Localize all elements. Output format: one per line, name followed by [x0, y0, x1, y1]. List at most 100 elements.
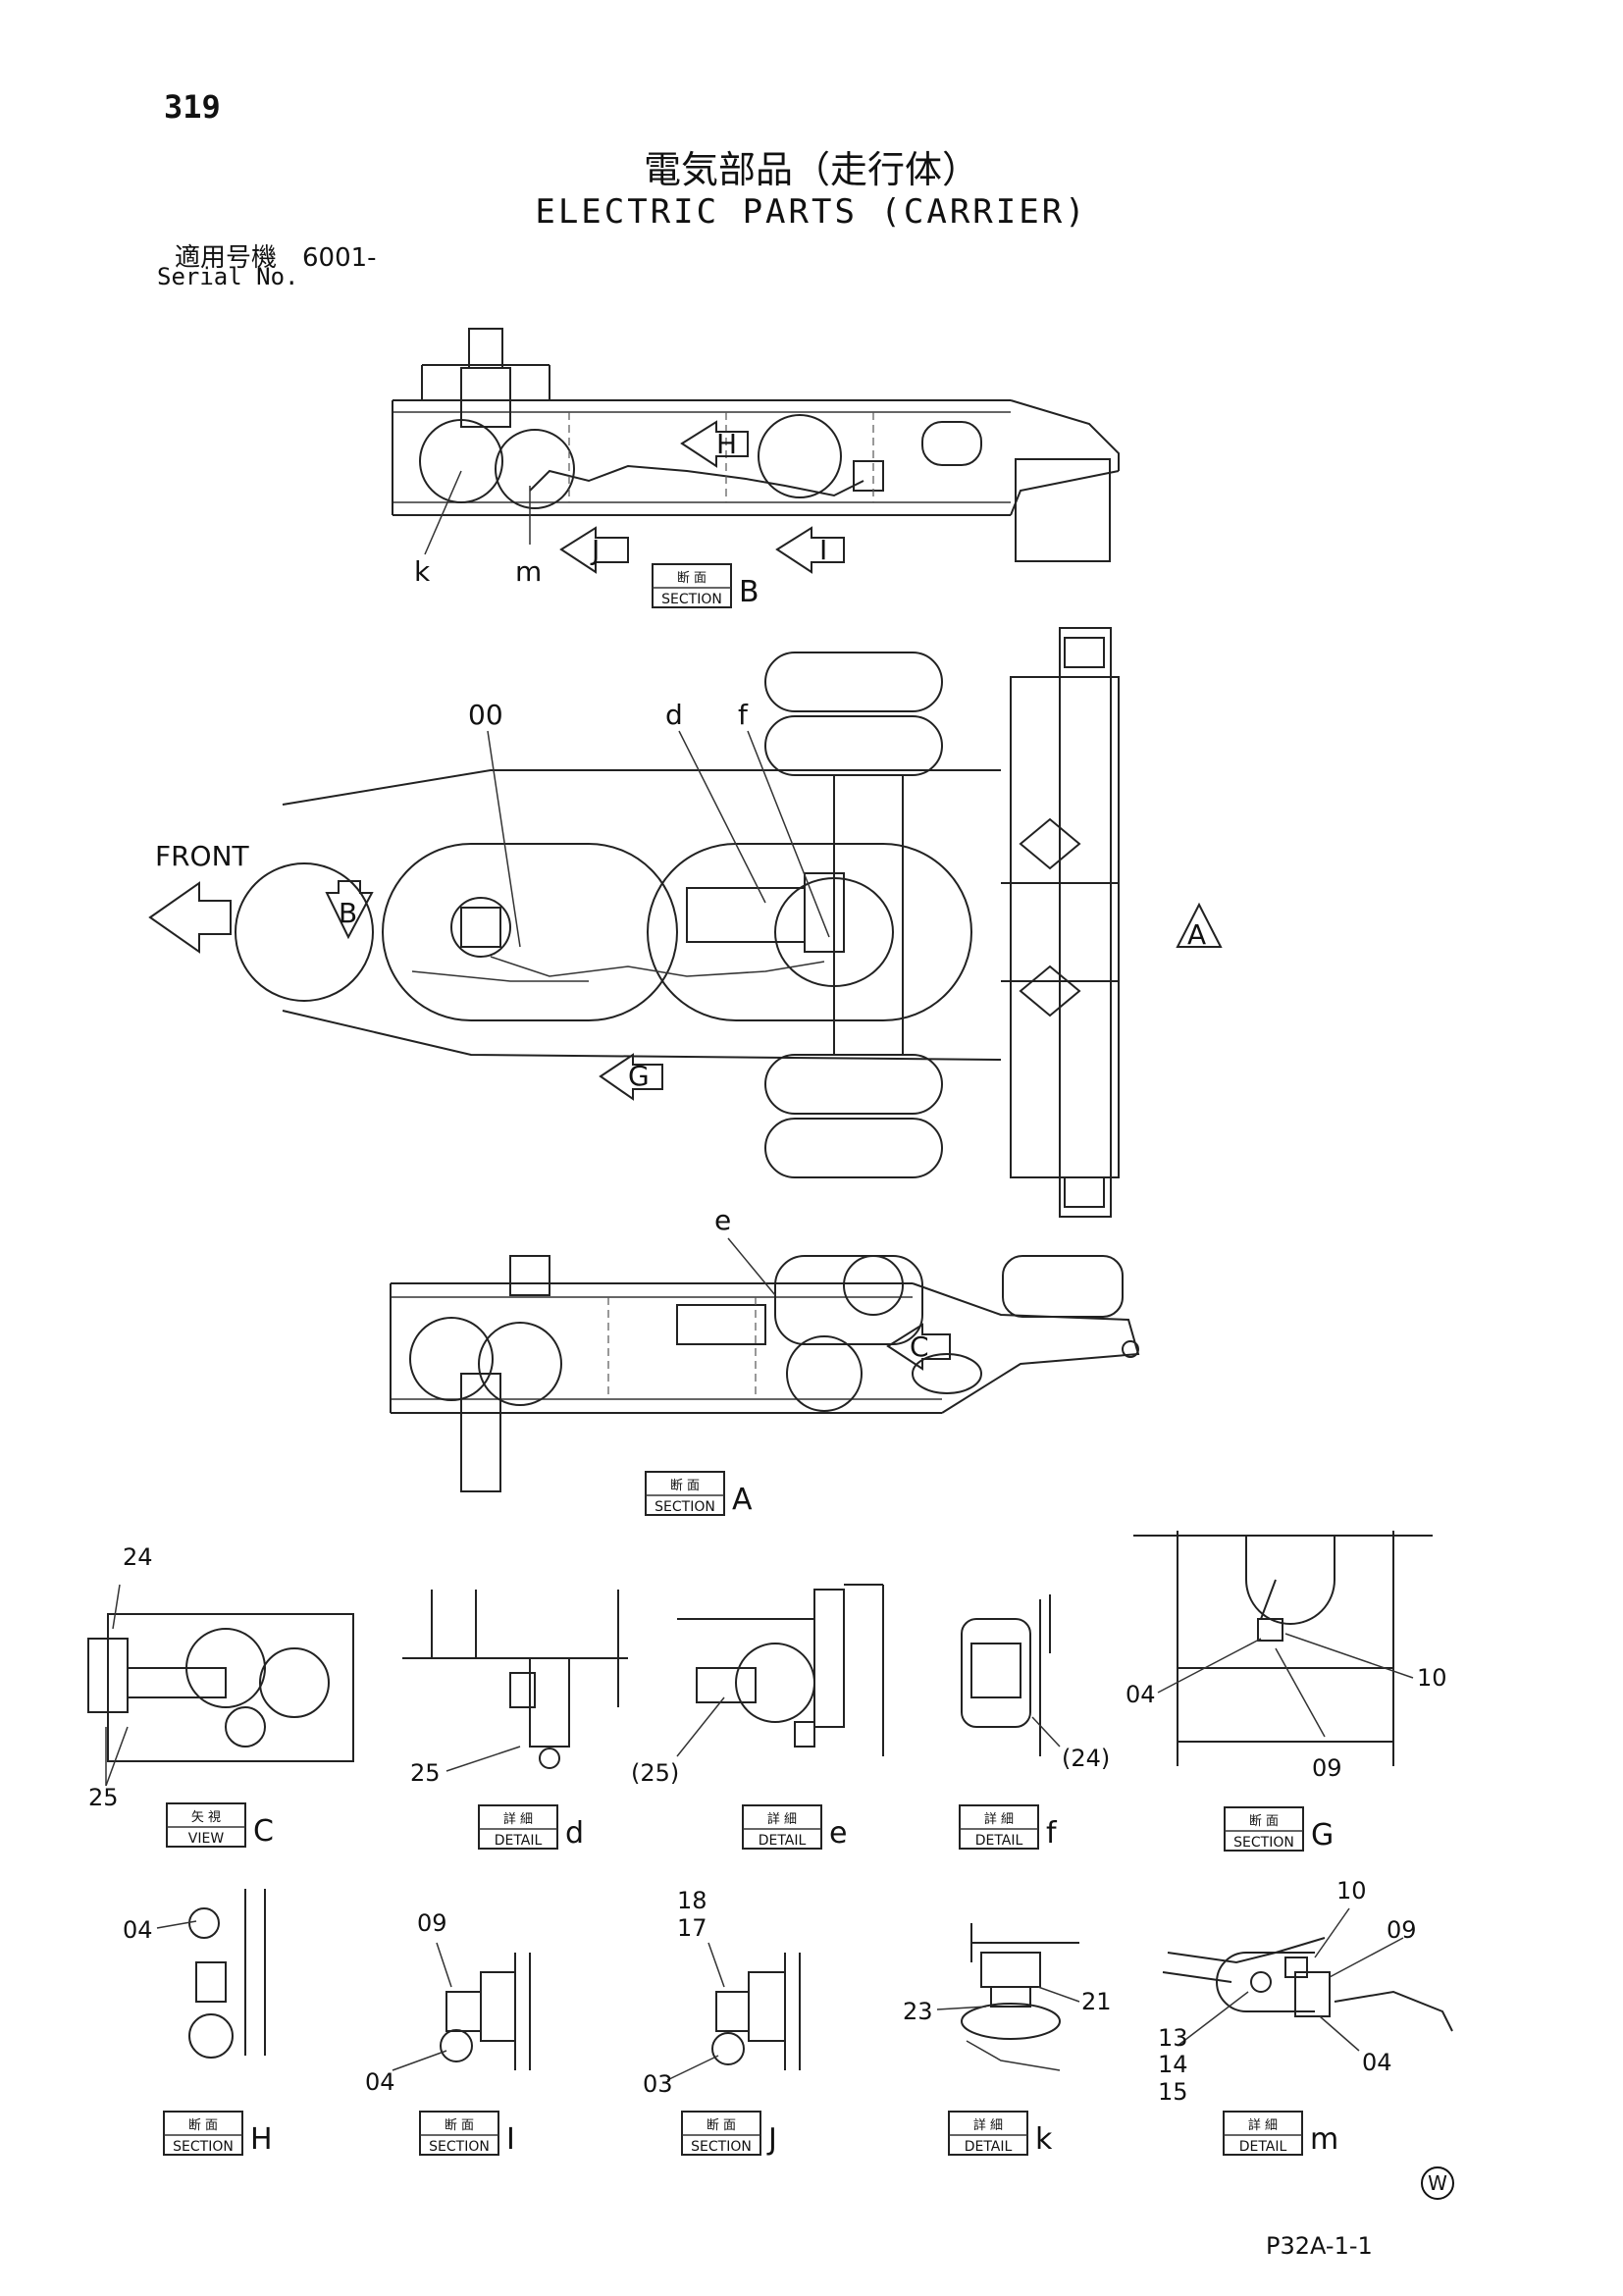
tag-secI: 断 面 SECTION I	[419, 2111, 515, 2157]
tag-detf-en: DETAIL	[975, 1833, 1023, 1849]
callout-g-04: 04	[1126, 1681, 1156, 1708]
page-code: P32A-1-1	[1266, 2232, 1373, 2260]
callout-j-18: 18	[677, 1887, 707, 1914]
view-arrow-b-letter: B	[339, 897, 357, 929]
section-i-drawing: 09 04	[365, 1909, 531, 2096]
tag-secI-jp: 断 面	[445, 2118, 474, 2133]
callout-i-04: 04	[365, 2068, 395, 2096]
view-arrow-j	[559, 526, 629, 574]
section-g-drawing: 04 10 09	[1126, 1531, 1447, 1782]
serial-label-japanese: 適用号機 6001-	[175, 243, 377, 273]
tag-secA-jp: 断 面	[670, 1479, 700, 1493]
tag-secG-jp: 断 面	[1249, 1814, 1279, 1829]
title-japanese: 電気部品（走行体）	[643, 148, 979, 191]
tag-secH-letter: H	[250, 2122, 273, 2157]
view-c-drawing: 24 25	[87, 1543, 354, 1811]
section-b-side-view: H J I k m	[392, 328, 1120, 588]
tag-secG: 断 面 SECTION G	[1224, 1806, 1334, 1852]
detail-m-drawing: 10 09 13 14 15 04	[1158, 1877, 1453, 2106]
detail-k-drawing: 21 23	[903, 1923, 1112, 2071]
view-arrow-g-letter: G	[628, 1060, 650, 1092]
tag-secG-letter: G	[1311, 1818, 1334, 1852]
view-arrow-h-letter: H	[716, 428, 737, 460]
tag-detd-en: DETAIL	[495, 1833, 543, 1849]
tag-dete-letter: e	[829, 1816, 847, 1851]
tag-viewC-letter: C	[253, 1814, 274, 1849]
callout-c-24: 24	[123, 1543, 153, 1571]
page-number: 319	[164, 88, 221, 126]
tag-detm-en: DETAIL	[1239, 2139, 1287, 2155]
tag-detm-letter: m	[1310, 2122, 1338, 2157]
tag-detm: 詳 細 DETAIL m	[1223, 2111, 1338, 2157]
callout-d-25: 25	[410, 1759, 441, 1787]
serial-label-english: Serial No.	[157, 263, 299, 290]
tag-detk-letter: k	[1035, 2122, 1053, 2157]
tag-secA-en: SECTION	[654, 1499, 715, 1515]
tag-detk-jp: 詳 細	[973, 2117, 1003, 2133]
tag-secI-letter: I	[506, 2122, 515, 2157]
tag-dete-en: DETAIL	[759, 1833, 807, 1849]
callout-f-24: (24)	[1062, 1745, 1110, 1772]
callout-e: e	[714, 1204, 731, 1236]
tag-detf-jp: 詳 細	[984, 1811, 1014, 1827]
callout-m-09: 09	[1387, 1916, 1417, 1944]
callout-f: f	[738, 699, 749, 731]
callout-m-10: 10	[1336, 1877, 1367, 1905]
detail-f-drawing: (24)	[961, 1594, 1110, 1772]
tag-detm-jp: 詳 細	[1248, 2117, 1278, 2133]
callout-m-14: 14	[1158, 2051, 1188, 2078]
callout-00: 00	[468, 699, 503, 731]
tag-viewC-jp: 矢 視	[191, 1810, 221, 1825]
view-arrow-b	[325, 880, 374, 940]
callout-i-09: 09	[417, 1909, 447, 1937]
callout-m-13: 13	[1158, 2024, 1188, 2052]
callout-e-25: (25)	[631, 1759, 679, 1787]
callout-d: d	[665, 699, 683, 731]
view-arrow-c	[886, 1323, 951, 1371]
title-english: ELECTRIC PARTS (CARRIER)	[535, 192, 1088, 232]
section-h-drawing: 04	[123, 1889, 266, 2059]
callout-k: k	[414, 555, 431, 588]
view-arrow-i-letter: I	[819, 534, 827, 566]
tag-detf-letter: f	[1046, 1816, 1058, 1851]
front-label: FRONT	[155, 840, 250, 872]
tag-secJ-jp: 断 面	[707, 2118, 736, 2133]
callout-g-10: 10	[1417, 1664, 1447, 1692]
tag-detd-jp: 詳 細	[503, 1811, 533, 1827]
tag-detf: 詳 細 DETAIL f	[959, 1804, 1058, 1851]
tag-secB-jp: 断 面	[677, 571, 707, 586]
tag-dete-jp: 詳 細	[767, 1811, 797, 1827]
tag-secH-jp: 断 面	[188, 2118, 218, 2133]
view-arrow-a	[1176, 902, 1223, 948]
tag-detk-en: DETAIL	[965, 2139, 1013, 2155]
tag-detk: 詳 細 DETAIL k	[948, 2111, 1053, 2157]
callout-j-03: 03	[643, 2070, 673, 2098]
tag-secI-en: SECTION	[429, 2139, 490, 2155]
tag-secJ-en: SECTION	[691, 2139, 752, 2155]
tag-secG-en: SECTION	[1233, 1835, 1294, 1851]
tag-secJ: 断 面 SECTION J	[681, 2111, 777, 2157]
callout-h-04: 04	[123, 1916, 153, 1944]
callout-k-21: 21	[1081, 1988, 1112, 2015]
detail-e-drawing: (25)	[631, 1584, 884, 1787]
tag-secB: 断 面 SECTION B	[652, 563, 759, 609]
watermark-circle-icon: W	[1421, 2166, 1454, 2200]
tag-secB-letter: B	[739, 575, 759, 609]
callout-m-15: 15	[1158, 2078, 1188, 2106]
view-arrow-g	[599, 1053, 663, 1101]
callout-g-09: 09	[1312, 1754, 1342, 1782]
tag-secB-en: SECTION	[661, 592, 722, 607]
callout-m: m	[515, 555, 542, 588]
tag-dete: 詳 細 DETAIL e	[742, 1804, 847, 1851]
callout-c-25: 25	[88, 1784, 119, 1811]
tag-secJ-letter: J	[766, 2122, 777, 2157]
front-arrow	[148, 881, 232, 954]
section-j-drawing: 18 17 03	[643, 1887, 801, 2098]
callout-m-04: 04	[1362, 2049, 1392, 2076]
detail-d-drawing: 25	[402, 1590, 628, 1787]
